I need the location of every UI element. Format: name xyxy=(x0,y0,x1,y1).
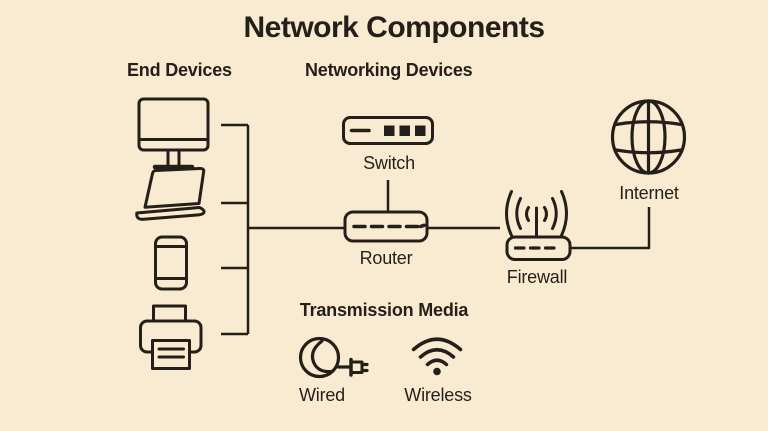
wired-cable-plug-icon xyxy=(298,336,369,379)
section-header-end-devices: End Devices xyxy=(127,60,232,80)
section-header-networking-devices: Networking Devices xyxy=(305,60,473,80)
switch-label: Switch xyxy=(363,153,415,173)
globe-icon xyxy=(610,99,687,175)
firewall-icon xyxy=(505,190,572,261)
router-label: Router xyxy=(359,248,413,268)
printer-icon xyxy=(139,304,203,370)
router-icon xyxy=(343,210,429,243)
wired-label: Wired xyxy=(298,385,346,405)
smartphone-icon xyxy=(154,235,188,291)
switch-icon xyxy=(342,116,434,145)
page-title: Network Components xyxy=(243,11,545,44)
section-header-transmission-media: Transmission Media xyxy=(299,300,469,320)
laptop-icon xyxy=(135,166,206,221)
wifi-icon xyxy=(411,337,463,376)
desktop-monitor-icon xyxy=(137,97,210,170)
internet-label: Internet xyxy=(619,183,679,203)
wireless-label: Wireless xyxy=(404,385,472,405)
connector-lines xyxy=(221,123,651,336)
firewall-label: Firewall xyxy=(506,267,568,287)
